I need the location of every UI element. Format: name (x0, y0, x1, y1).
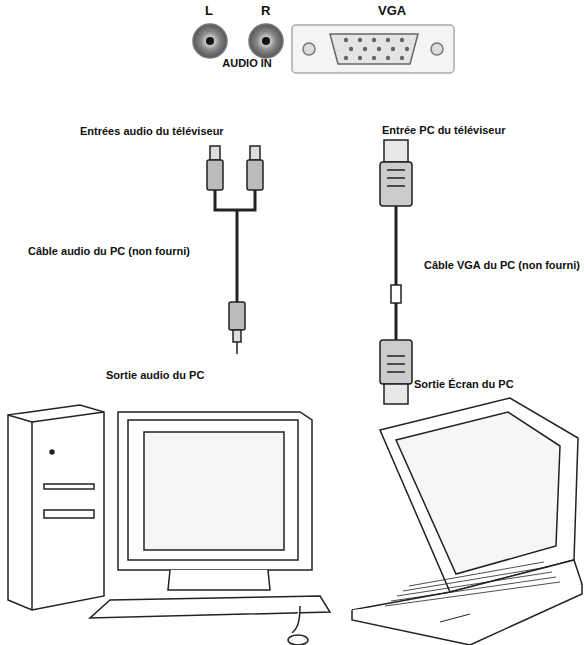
label-text: R (261, 4, 270, 17)
label-text: AUDIO IN (222, 57, 272, 70)
label-text: Sortie Écran du PC (414, 378, 514, 391)
label-text: Entrée PC du téléviseur (382, 124, 506, 137)
pc-tower (8, 405, 104, 610)
vga-port (292, 25, 454, 73)
audio-jacks (193, 24, 283, 58)
vga-cable (380, 140, 412, 404)
label-text: VGA (378, 4, 406, 17)
audio-cable (207, 146, 263, 354)
label-text: Câble VGA du PC (non fourni) (424, 259, 580, 272)
laptop (352, 398, 582, 645)
label-text: L (205, 4, 213, 17)
label-text: Entrées audio du téléviseur (80, 125, 224, 138)
label-text: Sortie audio du PC (106, 369, 204, 382)
label-text: Câble audio du PC (non fourni) (28, 245, 190, 258)
pc-monitor (90, 412, 330, 645)
